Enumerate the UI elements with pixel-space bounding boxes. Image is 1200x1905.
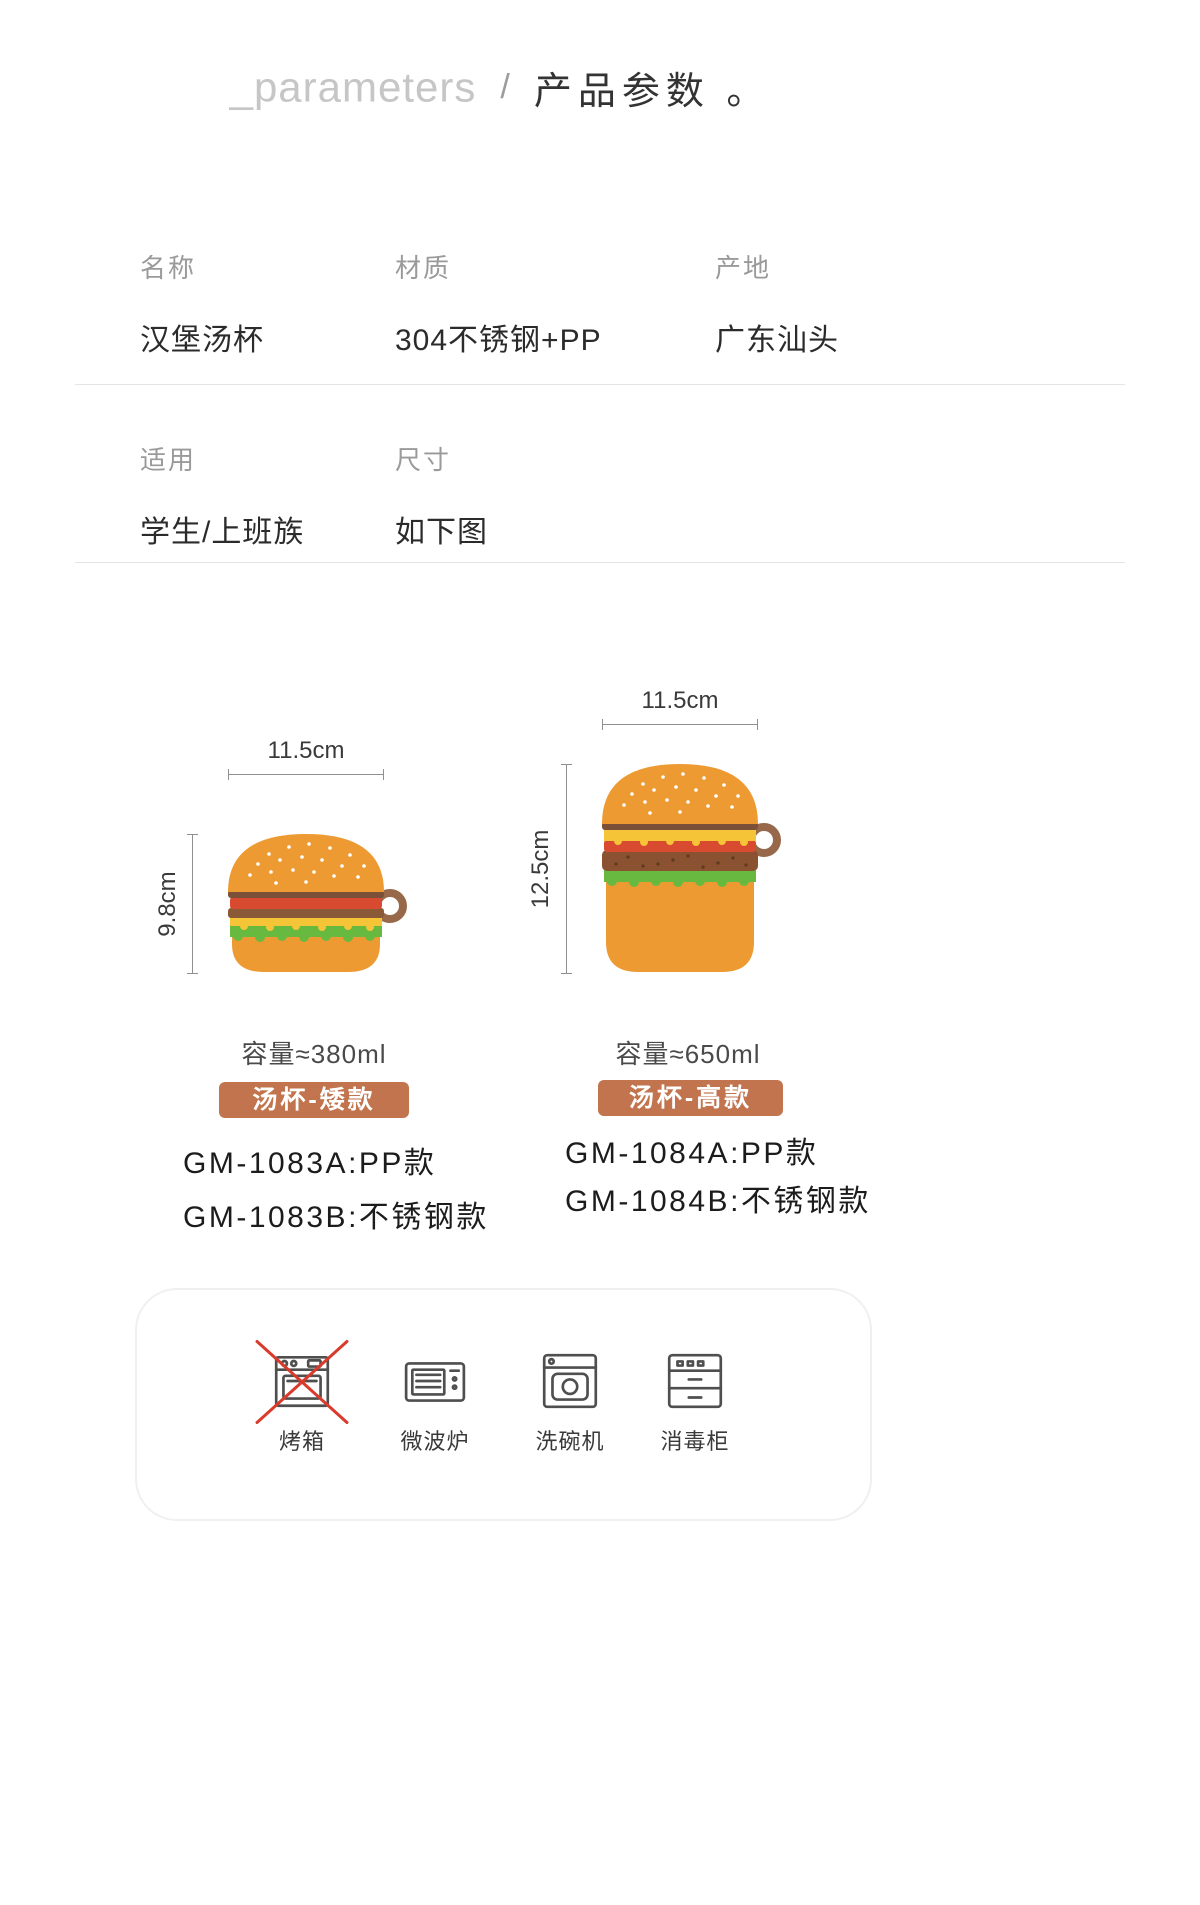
burger-cup-short-illustration (228, 834, 407, 972)
care-item-dishwasher: 洗碗机 (522, 1348, 618, 1456)
spec-cell-material: 材质 304不锈钢+PP (395, 248, 602, 359)
height-dimension-line-short (187, 834, 198, 974)
care-item-label: 烤箱 (278, 1429, 325, 1454)
title-separator: / (500, 68, 510, 106)
spec-value: 广东汕头 (715, 324, 839, 357)
care-item-microwave: 微波炉 (387, 1348, 483, 1456)
model-number: GM-1083B:不锈钢款 (183, 1201, 489, 1234)
spec-label: 适用 (140, 445, 197, 475)
height-dimension-line-tall (561, 764, 572, 974)
width-dimension-label-short: 11.5cm (267, 737, 345, 764)
care-item-oven: 烤箱 (254, 1339, 350, 1456)
spec-cell-size: 尺寸 如下图 (395, 440, 488, 551)
title-english: _parameters (229, 63, 477, 111)
care-instructions-card: 烤箱 微波炉 (135, 1288, 872, 1521)
section-header: _parameters / 产品参数 。 (0, 60, 1000, 115)
spec-value: 如下图 (395, 516, 488, 549)
care-item-label: 微波炉 (400, 1429, 470, 1454)
capacity-label-short: 容量≈380ml (241, 1039, 387, 1069)
care-item-label: 消毒柜 (660, 1429, 730, 1454)
spec-label: 产地 (715, 253, 772, 283)
capacity-label-tall: 容量≈650ml (615, 1039, 761, 1069)
burger-cup-tall-illustration (602, 764, 781, 972)
model-number: GM-1084A:PP款 (565, 1137, 819, 1170)
spec-value: 汉堡汤杯 (140, 324, 264, 357)
spec-label: 名称 (140, 253, 197, 283)
divider-line (75, 384, 1125, 385)
height-dimension-label-short: 9.8cm (154, 871, 181, 937)
sterilizer-icon (662, 1348, 728, 1414)
microwave-icon (402, 1348, 468, 1414)
spec-label: 尺寸 (395, 445, 452, 475)
dishwasher-icon (537, 1348, 603, 1414)
spec-label: 材质 (395, 253, 452, 283)
care-item-label: 洗碗机 (535, 1429, 605, 1454)
model-number: GM-1084B:不锈钢款 (565, 1185, 871, 1218)
width-dimension-line-tall (602, 719, 758, 730)
spec-cell-name: 名称 汉堡汤杯 (140, 248, 264, 359)
model-badge-short: 汤杯-矮款 (219, 1082, 409, 1118)
spec-value: 304不锈钢+PP (395, 324, 602, 357)
care-item-sterilizer: 消毒柜 (647, 1348, 743, 1456)
width-dimension-label-tall: 11.5cm (641, 687, 719, 714)
divider-line (75, 562, 1125, 563)
height-dimension-label-tall: 12.5cm (527, 829, 554, 909)
width-dimension-line-short (228, 769, 384, 780)
title-chinese: 产品参数 。 (533, 71, 771, 113)
spec-cell-origin: 产地 广东汕头 (715, 248, 839, 359)
model-badge-tall: 汤杯-高款 (598, 1080, 783, 1116)
model-number: GM-1083A:PP款 (183, 1147, 437, 1180)
oven-icon (254, 1339, 350, 1425)
spec-cell-audience: 适用 学生/上班族 (140, 440, 304, 551)
spec-value: 学生/上班族 (140, 516, 305, 549)
